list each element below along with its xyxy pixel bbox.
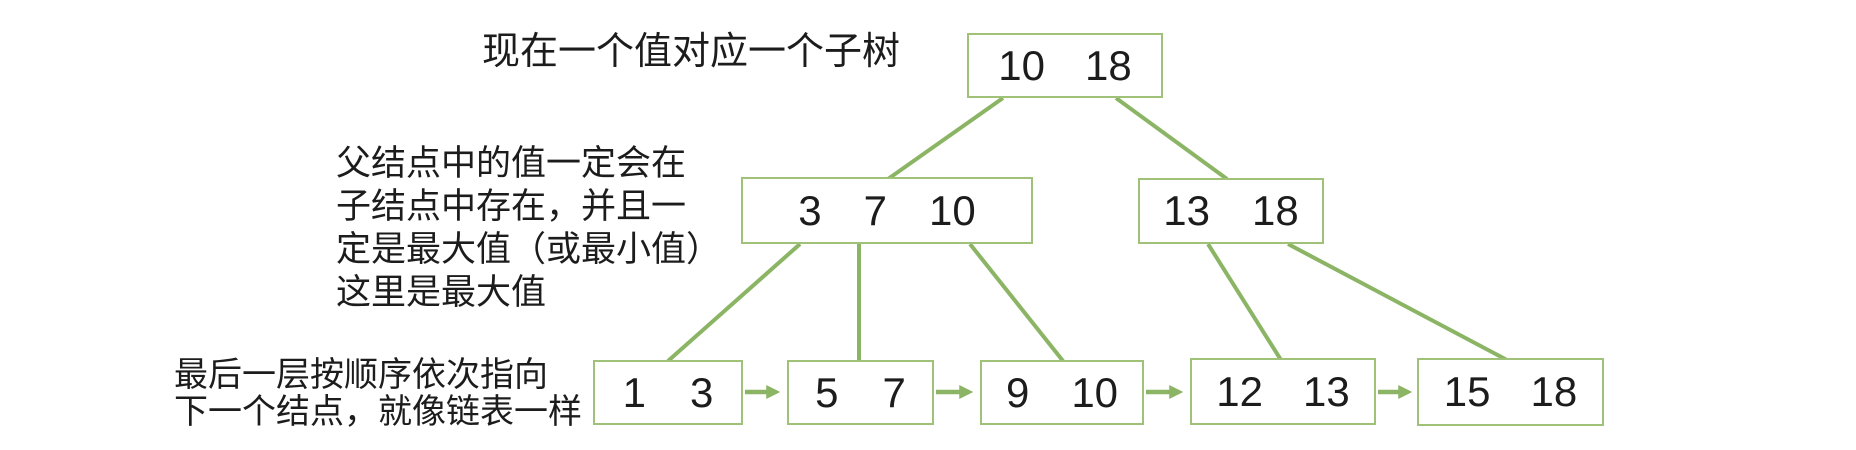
node-key: 7 (863, 186, 887, 234)
root-node: 10 18 (967, 33, 1163, 98)
node-key: 3 (690, 368, 714, 416)
edge-root-to-left-internal (886, 96, 1005, 181)
node-key: 13 (1163, 187, 1210, 234)
annotation-parent-line-3: 定是最大值（或最小值） (336, 230, 722, 269)
annotation-parent-line-2: 子结点中存在，并且一 (336, 187, 687, 226)
internal-node-left: 3 7 10 (741, 177, 1033, 244)
annotation-top-note: 现在一个值对应一个子树 (482, 31, 901, 73)
leaf-node-2: 5 7 (787, 360, 934, 425)
annotation-leaf-line-2: 下一个结点，就像链表一样 (174, 393, 582, 431)
node-key: 10 (1071, 368, 1119, 416)
node-key: 10 (998, 41, 1045, 89)
edge-leftinternal-to-leaf3 (968, 242, 1065, 363)
edge-leftinternal-to-leaf1 (666, 242, 802, 363)
annotation-parent-note: 父结点中的值一定会在 子结点中存在，并且一 定是最大值（或最小值） 这里是最大值 (336, 142, 721, 314)
edge-root-to-right-internal (1114, 96, 1229, 181)
node-key: 18 (1252, 187, 1299, 234)
node-key: 3 (798, 186, 822, 234)
node-key: 10 (929, 186, 976, 234)
node-key: 13 (1303, 367, 1350, 415)
node-key: 18 (1530, 368, 1578, 415)
edge-rightinternal-to-leaf5 (1287, 242, 1508, 362)
node-key: 1 (622, 368, 646, 416)
internal-node-right: 13 18 (1138, 178, 1324, 244)
leaf-node-1: 1 3 (593, 360, 743, 425)
annotation-parent-line-1: 父结点中的值一定会在 (336, 144, 687, 183)
annotation-leaf-note: 最后一层按顺序依次指向 下一个结点，就像链表一样 (174, 357, 582, 431)
node-key: 5 (815, 368, 839, 416)
node-key: 12 (1216, 367, 1263, 415)
node-key: 7 (882, 368, 906, 416)
annotation-leaf-line-1: 最后一层按顺序依次指向 (174, 356, 548, 394)
node-key: 15 (1443, 368, 1491, 415)
node-key: 9 (1005, 368, 1030, 416)
leaf-node-4: 12 13 (1190, 358, 1376, 425)
leaf-node-5: 15 18 (1417, 358, 1604, 426)
edge-rightinternal-to-leaf4 (1206, 242, 1283, 362)
leaf-node-3: 9 10 (980, 360, 1144, 425)
annotation-parent-line-4: 这里是最大值 (336, 273, 547, 312)
node-key: 18 (1085, 41, 1132, 89)
